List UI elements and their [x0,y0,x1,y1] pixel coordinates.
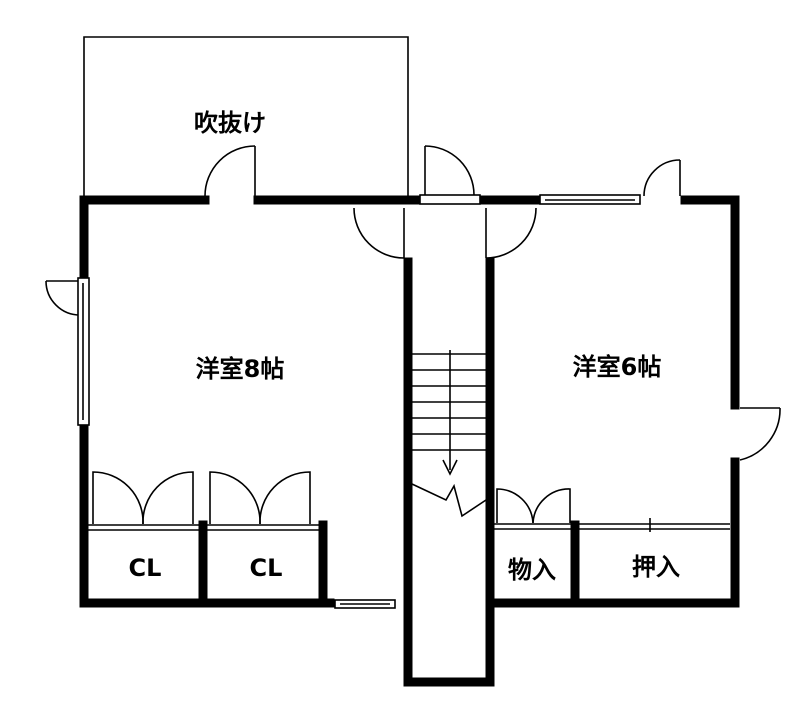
oshiire-label: 押入 [632,553,680,581]
closet-2-label: CL [250,554,283,582]
exterior-walls [79,195,740,687]
closet-fronts [88,518,730,532]
storage-label: 物入 [508,556,556,584]
closet-1-label: CL [129,554,162,582]
western-room-8-label: 洋室8帖 [196,355,285,383]
void-label: 吹抜け [194,109,266,137]
void-area [83,36,409,200]
western-room-6-label: 洋室6帖 [573,353,662,381]
windows [77,194,641,609]
doors [45,145,781,525]
stairs [411,350,487,518]
